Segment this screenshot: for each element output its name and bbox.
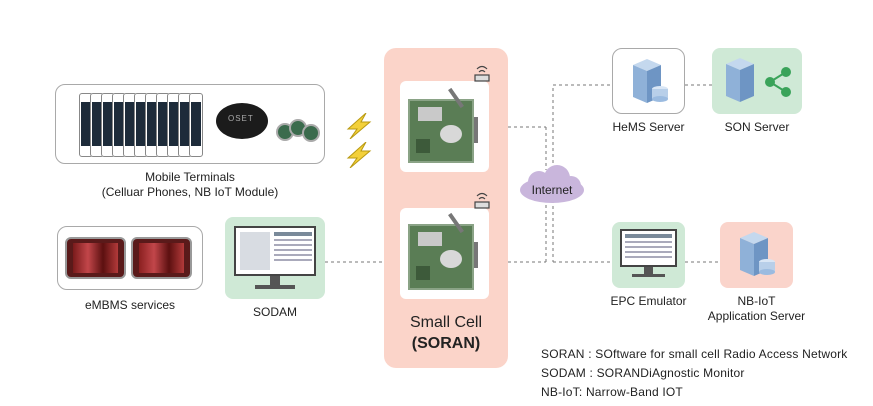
- mobile-terminals-card: OSET: [55, 84, 325, 164]
- antenna: [474, 117, 478, 143]
- circuit-board-image: [408, 224, 474, 290]
- mobile-terminals-subtitle: (Celluar Phones, NB IoT Module): [101, 185, 279, 199]
- tablet-image: [131, 237, 192, 279]
- device-brand-text: OSET: [228, 114, 254, 123]
- server-icon: [740, 232, 775, 276]
- embms-services-label: eMBMS services: [84, 298, 176, 312]
- son-server-label: SON Server: [724, 120, 790, 134]
- legend-sodam: SODAM : SORANDiAgnostic Monitor: [541, 366, 745, 380]
- nb-iot-module-boards: [276, 119, 320, 142]
- small-cell-unit: [400, 65, 490, 172]
- legend-soran: SORAN : SOftware for small cell Radio Ac…: [541, 347, 848, 361]
- router-icon: [474, 192, 490, 209]
- nb-iot-module-device: OSET: [216, 103, 268, 139]
- hems-server-label: HeMS Server: [612, 120, 685, 134]
- share-icon: [765, 67, 791, 97]
- epc-emulator-box: [612, 222, 685, 288]
- embms-services-card: [57, 226, 203, 290]
- server-icon: [726, 58, 754, 102]
- nbiot-server-box: [720, 222, 793, 288]
- sodam-box: [225, 217, 325, 299]
- wireless-signal-icon: [346, 113, 372, 139]
- monitor-icon: [620, 229, 677, 267]
- router-icon: [474, 65, 490, 82]
- small-cell-unit: [400, 192, 490, 299]
- son-server-box: [712, 48, 802, 114]
- phone-image: [189, 93, 203, 157]
- internet-label: Internet: [531, 183, 573, 197]
- hems-server-box: [612, 48, 685, 114]
- mobile-terminals-title: Mobile Terminals: [145, 170, 235, 184]
- cloud-icon: [520, 165, 584, 203]
- wireless-signal-icon: [346, 142, 372, 168]
- nbiot-server-label-line1: NB-IoT: [737, 294, 776, 308]
- server-icon: [633, 59, 668, 103]
- antenna: [474, 242, 478, 268]
- legend-nbiot: NB-IoT: Narrow-Band IOT: [541, 385, 683, 399]
- tablet-image: [65, 237, 126, 279]
- epc-emulator-label: EPC Emulator: [610, 294, 687, 308]
- small-cell-subtitle: (SORAN): [411, 335, 481, 352]
- sodam-label: SODAM: [252, 305, 297, 319]
- circuit-board-image: [408, 99, 474, 163]
- small-cell-title: Small Cell: [409, 314, 482, 331]
- nbiot-server-label-line2: Application Server: [707, 309, 806, 323]
- monitor-icon: [234, 226, 316, 276]
